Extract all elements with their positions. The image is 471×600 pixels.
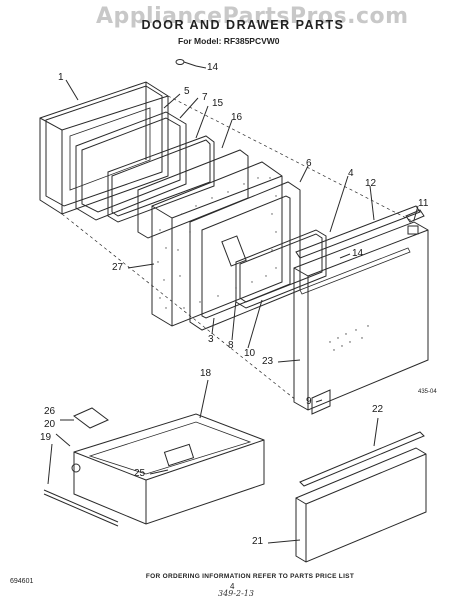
callout-21: 21 bbox=[252, 536, 264, 547]
ordering-footer: FOR ORDERING INFORMATION REFER TO PARTS … bbox=[145, 573, 355, 580]
part-27-insulation bbox=[151, 161, 283, 327]
part-18-drawer bbox=[73, 413, 265, 525]
callout-12: 11 bbox=[418, 198, 429, 209]
page-number: 4 bbox=[230, 582, 235, 591]
part-9-screw bbox=[175, 59, 197, 67]
callout-5: 5 bbox=[184, 86, 190, 97]
callout-23: 23 bbox=[262, 356, 274, 367]
callout-25: 25 bbox=[134, 468, 146, 479]
part-5-glass bbox=[75, 111, 187, 221]
model-line: For Model: RF385PCVW0 bbox=[178, 36, 280, 46]
diagram-title: DOOR AND DRAWER PARTS bbox=[141, 18, 345, 32]
callout-15: 14 bbox=[352, 248, 364, 259]
part-19-glide bbox=[43, 463, 119, 527]
callout-26: 26 bbox=[44, 406, 56, 417]
callout-9: 14 bbox=[207, 62, 219, 73]
callout-22: 22 bbox=[372, 404, 384, 415]
callout-14: 12 bbox=[365, 178, 377, 189]
part-16-panel bbox=[107, 135, 215, 223]
callout-11: 10 bbox=[244, 348, 256, 359]
callout-7: 7 bbox=[202, 92, 208, 103]
part-14-trim bbox=[295, 205, 421, 266]
handwritten-note: 349-2-13 bbox=[218, 589, 254, 598]
part-12-bracket bbox=[405, 209, 425, 235]
side-code: 435-04 bbox=[418, 389, 437, 395]
callout-3: 3 bbox=[208, 334, 214, 345]
callout-8: 8 bbox=[228, 340, 234, 351]
callout-labels bbox=[47, 65, 419, 544]
part-22-trim bbox=[299, 431, 425, 487]
part-21-drawer-front bbox=[295, 447, 427, 563]
callout-10: 9 bbox=[306, 396, 312, 407]
part-26-panel bbox=[73, 407, 109, 429]
callout-27: 27 bbox=[112, 262, 124, 273]
callout-16: 15 bbox=[212, 98, 224, 109]
corner-code: 694601 bbox=[10, 578, 34, 585]
leader-lines bbox=[61, 95, 415, 401]
part-6-inner-glass bbox=[235, 229, 327, 309]
callout-17: 16 bbox=[231, 112, 243, 123]
watermark: AppliancePartsPros.com bbox=[96, 4, 409, 29]
callout-6: 6 bbox=[306, 158, 312, 169]
callout-4: 4 bbox=[348, 168, 354, 179]
callout-19: 19 bbox=[40, 432, 52, 443]
callout-20: 20 bbox=[44, 419, 56, 430]
callout-1: 1 bbox=[58, 72, 64, 83]
callout-18: 18 bbox=[200, 368, 212, 379]
part-10-window bbox=[311, 389, 331, 415]
part-1-door-frame bbox=[39, 81, 169, 215]
